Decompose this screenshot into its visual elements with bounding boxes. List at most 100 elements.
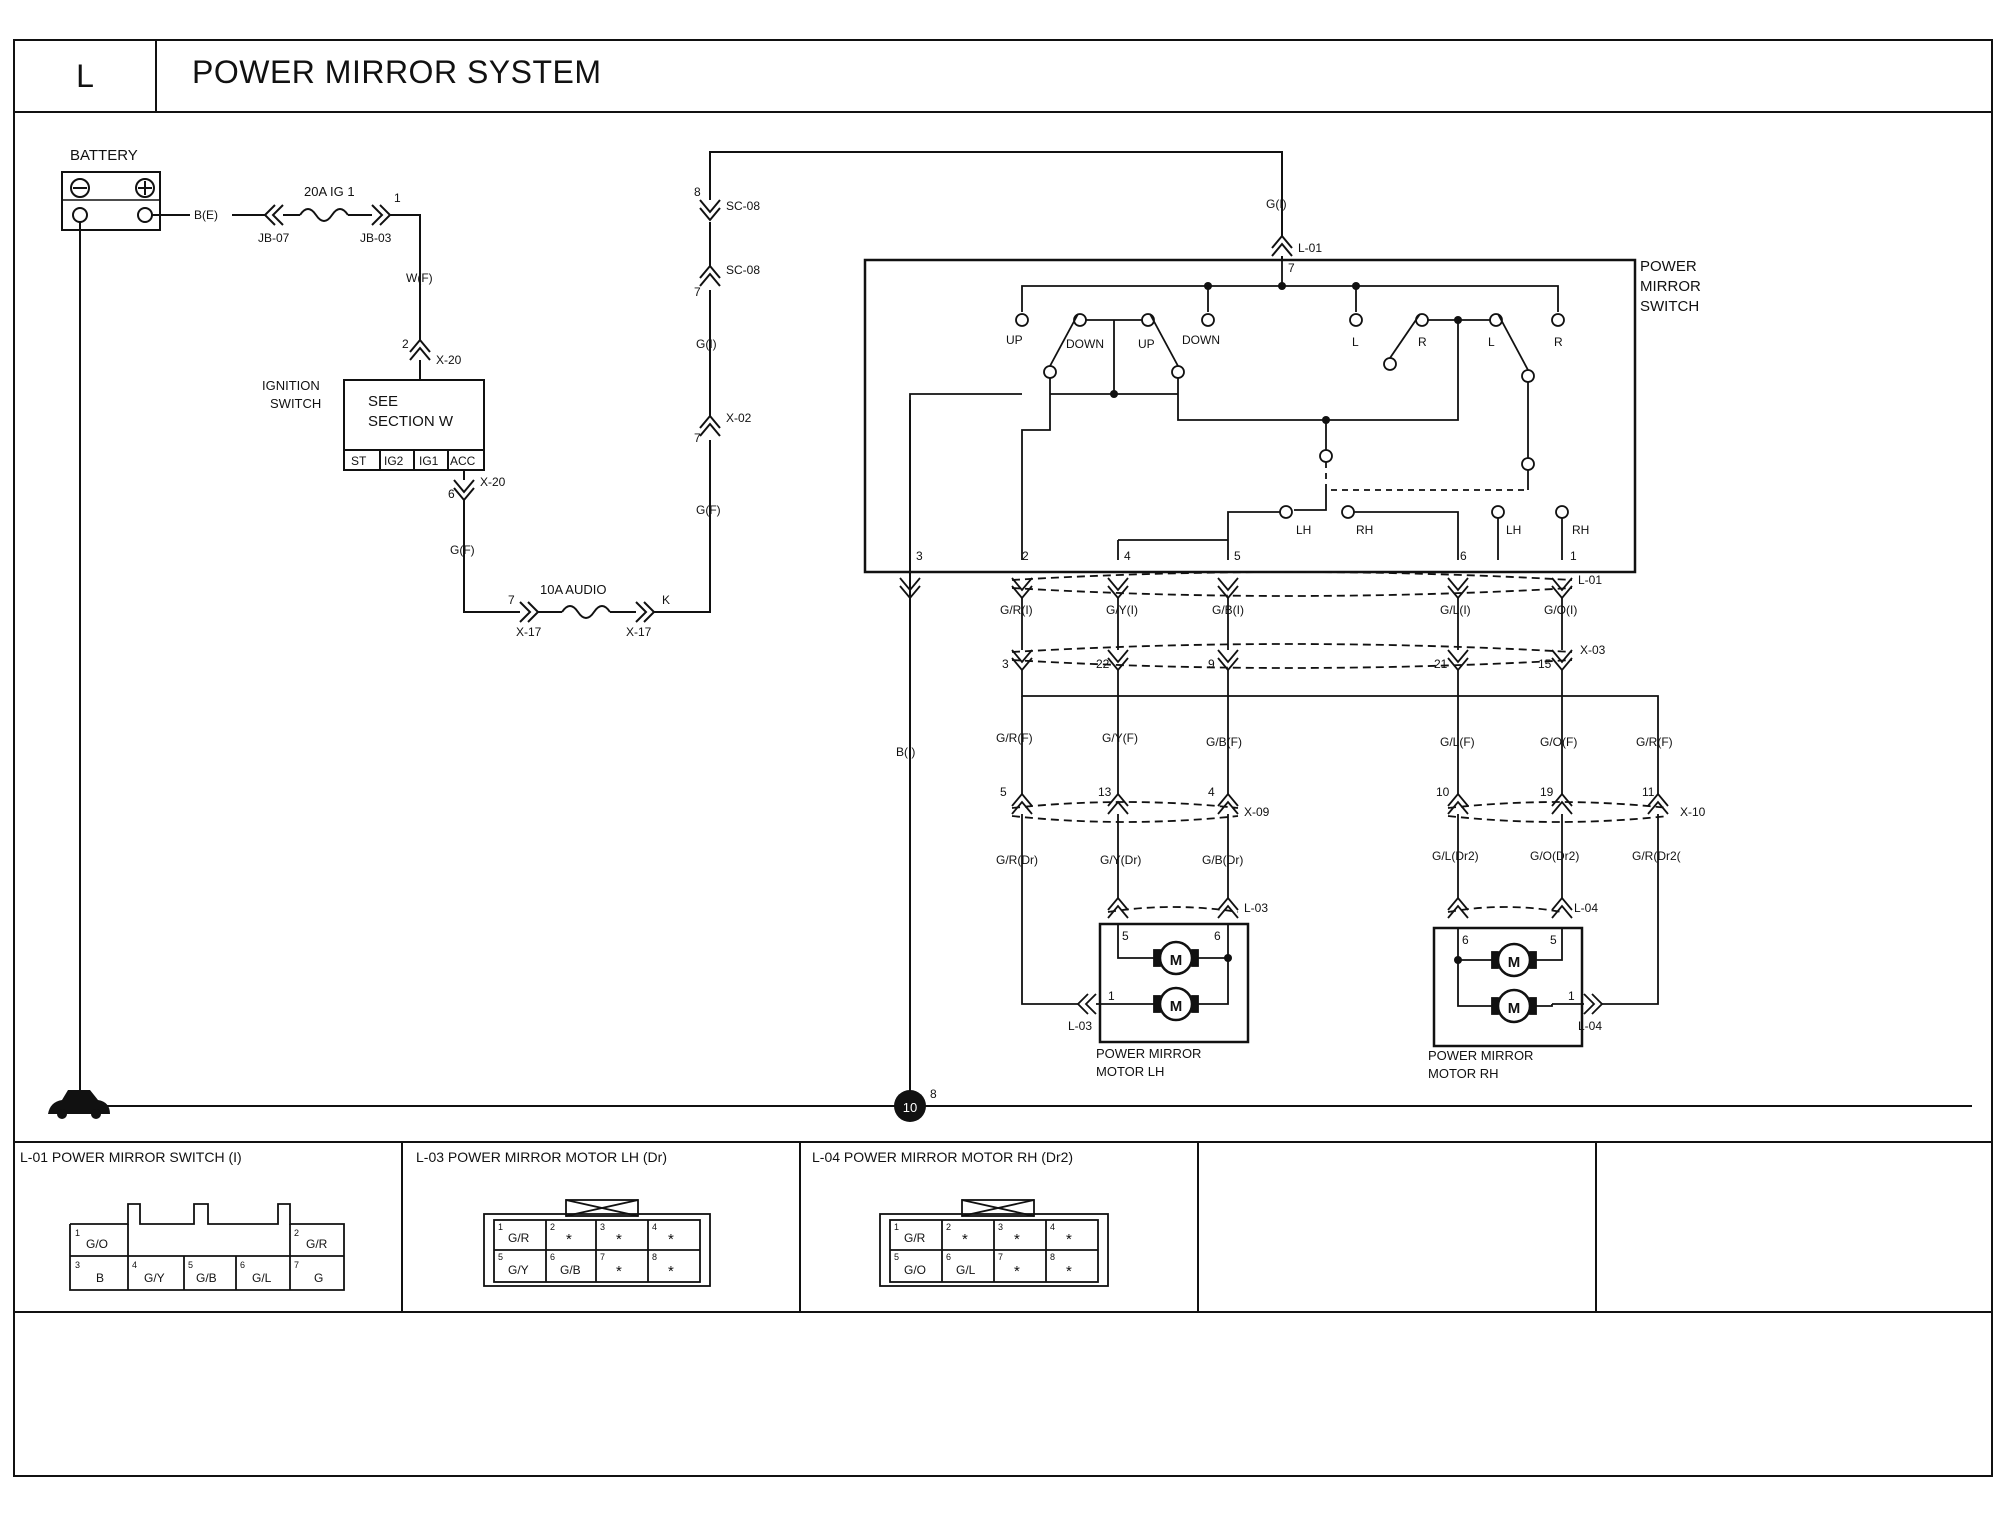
x02-pin: 7 [694, 431, 701, 445]
motor-lh-lower: M [1158, 986, 1194, 1022]
l04-cell-5-pin: 5 [894, 1252, 899, 1262]
l01-cell-1-wire: G/O [86, 1237, 108, 1251]
wire-gr-f-1: G/R(F) [996, 731, 1033, 745]
l03-cell-7-wire: * [616, 1263, 622, 1280]
l03-cell-1-pin: 1 [498, 1222, 503, 1232]
l03-cell-5-wire: G/Y [508, 1263, 529, 1277]
l01-cell-4-pin: 4 [132, 1260, 137, 1270]
ignition-see: SEE [368, 393, 398, 410]
plus-icon [135, 178, 155, 198]
sc08-top-pin: 8 [694, 185, 701, 199]
x10-pin-10: 10 [1436, 785, 1450, 799]
x20-bottom-conn: X-20 [480, 475, 506, 489]
switch-pin-2: 2 [1022, 549, 1029, 563]
l04-cell-5-wire: G/O [904, 1263, 926, 1277]
l04-cell-8-wire: * [1066, 1263, 1072, 1280]
motor-lh-upper-m: M [1170, 952, 1183, 969]
lh-pin-1: 1 [1108, 989, 1115, 1003]
l04-cell-2-pin: 2 [946, 1222, 951, 1232]
l03-cell-3-wire: * [616, 1231, 622, 1248]
l04-cell-1-pin: 1 [894, 1222, 899, 1232]
lh-pin-6: 6 [1214, 929, 1221, 943]
motor-rh-upper-m: M [1508, 954, 1521, 971]
ground-number: 10 [903, 1100, 917, 1115]
contact-l-1: L [1352, 335, 1359, 349]
contact-r-2: R [1554, 335, 1563, 349]
x02-conn: X-02 [726, 411, 752, 425]
contact-r-1: R [1418, 335, 1427, 349]
ignition-label-1: IGNITION [262, 378, 320, 393]
wire-gy-dr: G/Y(Dr) [1100, 853, 1141, 867]
l03-bottom-conn: L-03 [1068, 1019, 1092, 1033]
motor-lh-lower-m: M [1170, 998, 1183, 1015]
x10-conn: X-10 [1680, 805, 1706, 819]
l01-cell-3-wire: B [96, 1271, 104, 1285]
contact-down-2: DOWN [1182, 333, 1220, 347]
ignition-label-2: SWITCH [270, 396, 321, 411]
x17-right-pin: K [662, 593, 670, 607]
vehicle-ground-icon [48, 1090, 110, 1119]
x03-pin-21: 21 [1434, 657, 1448, 671]
ign-pos-ig2: IG2 [384, 454, 404, 468]
wire-gy-f: G/Y(F) [1102, 731, 1138, 745]
motor-lh-name-1: POWER MIRROR [1096, 1046, 1201, 1061]
wire-gb-f: G/B(F) [1206, 735, 1242, 749]
fuse-out-pin: 1 [394, 191, 401, 205]
switch-title-3: SWITCH [1640, 298, 1699, 315]
sc08-top-conn: SC-08 [726, 199, 760, 213]
wire-gb-dr: G/B(Dr) [1202, 853, 1243, 867]
ground-point: 10 8 [894, 1087, 937, 1122]
l01-table-title: L-01 POWER MIRROR SWITCH (I) [20, 1149, 242, 1165]
contact-down-1: DOWN [1066, 337, 1104, 351]
wire-gr-dr: G/R(Dr) [996, 853, 1038, 867]
l03-cell-7-pin: 7 [600, 1252, 605, 1262]
motor-lh-upper: M [1158, 940, 1194, 976]
battery [61, 171, 161, 231]
wire-gl-i: G/L(I) [1440, 603, 1471, 617]
switch-pin-6: 6 [1460, 549, 1467, 563]
motor-lh-name-2: MOTOR LH [1096, 1064, 1164, 1079]
l04-cell-1-wire: G/R [904, 1231, 926, 1245]
l04-cell-8-pin: 8 [1050, 1252, 1055, 1262]
fuse-20a-label: 20A IG 1 [304, 184, 355, 199]
l03-cell-8-wire: * [668, 1263, 674, 1280]
l03-cell-2-pin: 2 [550, 1222, 555, 1232]
l04-top-conn: L-04 [1574, 901, 1598, 915]
x17-right-conn: X-17 [626, 625, 652, 639]
l03-cell-4-pin: 4 [652, 1222, 657, 1232]
l01-cell-2-pin: 2 [294, 1228, 299, 1238]
ign-pos-ig1: IG1 [419, 454, 439, 468]
wire-gr-f-2: G/R(F) [1636, 735, 1673, 749]
contact-l-2: L [1488, 335, 1495, 349]
wire-gl-dr2: G/L(Dr2) [1432, 849, 1479, 863]
switch-title-2: MIRROR [1640, 278, 1701, 295]
l01-cell-5-wire: G/B [196, 1271, 217, 1285]
l01-cell-6-pin: 6 [240, 1260, 245, 1270]
contact-rh-2: RH [1572, 523, 1589, 537]
contact-up-2: UP [1138, 337, 1155, 351]
wire-g-i-mid: G(I) [696, 337, 717, 351]
x09-pin-5: 5 [1000, 785, 1007, 799]
contact-rh-1: RH [1356, 523, 1373, 537]
ground-pin: 8 [930, 1087, 937, 1101]
x10-pin-11: 11 [1642, 785, 1655, 799]
l01-cell-7-pin: 7 [294, 1260, 299, 1270]
x03-conn: X-03 [1580, 643, 1606, 657]
x17-left-pin: 7 [508, 593, 515, 607]
sc08-bottom-pin: 7 [694, 285, 701, 299]
wire-w-f-label: W(F) [406, 271, 433, 285]
rh-pin-5: 5 [1550, 933, 1557, 947]
jb-03-label: JB-03 [360, 231, 392, 245]
l03-cell-8-pin: 8 [652, 1252, 657, 1262]
fuse-10a-label: 10A AUDIO [540, 582, 606, 597]
l01-cell-5-pin: 5 [188, 1260, 193, 1270]
l04-cell-3-pin: 3 [998, 1222, 1003, 1232]
wire-gy-i: G/Y(I) [1106, 603, 1138, 617]
switch-pin-3: 3 [916, 549, 923, 563]
l03-cell-6-pin: 6 [550, 1252, 555, 1262]
motor-lh-box [1098, 922, 1250, 1044]
switch-title-1: POWER [1640, 258, 1697, 275]
wire-g-f-mid: G(F) [696, 503, 721, 517]
l04-cell-7-wire: * [1014, 1263, 1020, 1280]
